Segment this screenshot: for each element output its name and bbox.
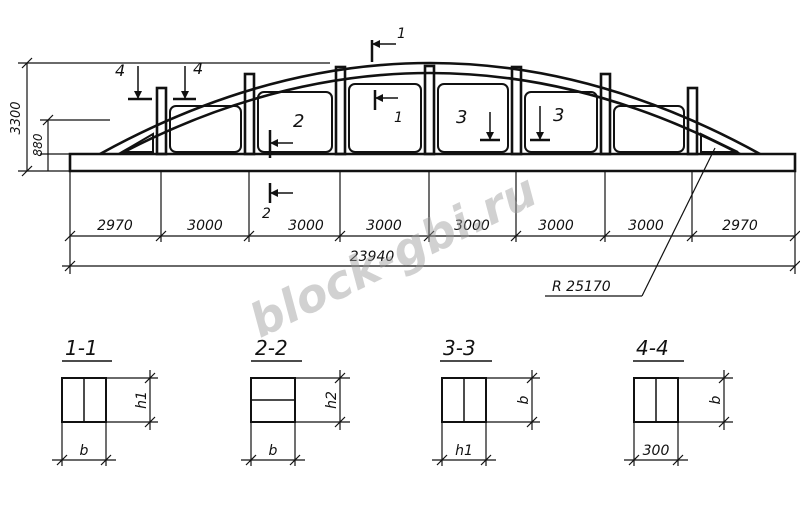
span-2: 3000 — [187, 218, 223, 234]
mark-4-left: 4 — [115, 61, 125, 80]
opening-4 — [348, 83, 422, 153]
section-bottom-dim: b — [80, 443, 89, 459]
section-1-1: 1-1 h1 b — [52, 336, 158, 466]
span-8: 2970 — [722, 218, 758, 234]
post-7 — [686, 86, 699, 156]
span-5: 3000 — [454, 218, 490, 234]
section-title: 1-1 — [65, 336, 98, 360]
span-1: 2970 — [97, 218, 133, 234]
section-side-dim: b — [708, 395, 724, 404]
mark-3-right: 3 — [553, 105, 564, 126]
section-marks: 1 1 2 2 3 3 — [115, 26, 564, 222]
truss-posts — [155, 64, 699, 156]
dim-length-total: 23940 — [350, 249, 395, 265]
mark-1-bottom: 1 — [394, 110, 403, 126]
section-2-2: 2-2 h2 b — [241, 336, 350, 466]
mark-2-bottom: 2 — [262, 206, 271, 222]
section-title: 3-3 — [443, 336, 476, 360]
truss-elevation — [68, 61, 797, 173]
section-4-4: 4-4 b 300 — [624, 336, 733, 466]
post-4 — [423, 64, 436, 156]
horizontal-dimensions — [62, 171, 800, 274]
opening-1 — [118, 132, 154, 153]
post-3 — [334, 65, 347, 156]
span-7: 3000 — [628, 218, 664, 234]
top-chord-inner — [119, 71, 741, 156]
post-6 — [599, 72, 612, 156]
bottom-chord — [68, 152, 797, 173]
mark-4-right: 4 — [193, 59, 203, 78]
section-side-dim: h1 — [134, 391, 150, 409]
section-mark-2 — [268, 130, 293, 203]
section-mark-1 — [370, 40, 398, 110]
mark-2-top: 2 — [293, 111, 304, 132]
opening-6 — [524, 91, 598, 153]
vertical-dimensions — [18, 57, 330, 177]
section-mark-3 — [480, 106, 550, 142]
radius-leader — [545, 147, 716, 297]
section-bottom-dim: b — [269, 443, 278, 459]
section-3-3: 3-3 b h1 — [432, 336, 540, 466]
watermark: block-gbi.ru — [241, 163, 545, 348]
mark-1-top: 1 — [397, 26, 406, 42]
opening-2 — [169, 105, 242, 153]
opening-7 — [613, 105, 685, 153]
opening-8 — [700, 132, 739, 153]
span-3: 3000 — [288, 218, 324, 234]
section-side-dim: h2 — [324, 391, 340, 409]
post-5 — [510, 65, 523, 156]
span-labels: 2970 3000 3000 3000 3000 3000 3000 2970 — [97, 218, 758, 234]
dim-height-end: 880 — [31, 133, 45, 156]
section-side-dim: b — [516, 395, 532, 404]
section-bottom-dim: h1 — [455, 443, 473, 459]
opening-3 — [257, 91, 333, 153]
section-mark-4 — [128, 66, 196, 101]
mark-3-left: 3 — [456, 107, 467, 128]
section-bottom-dim: 300 — [643, 443, 670, 459]
span-4: 3000 — [366, 218, 402, 234]
section-title: 4-4 — [636, 336, 669, 360]
dim-height-total: 3300 — [9, 101, 24, 134]
span-6: 3000 — [538, 218, 574, 234]
radius-label: R 25170 — [552, 279, 611, 295]
section-title: 2-2 — [255, 336, 288, 360]
panel-openings — [118, 83, 739, 153]
post-1 — [155, 86, 168, 156]
opening-5 — [437, 83, 509, 153]
top-chord-outer — [99, 61, 761, 156]
post-2 — [243, 72, 256, 156]
